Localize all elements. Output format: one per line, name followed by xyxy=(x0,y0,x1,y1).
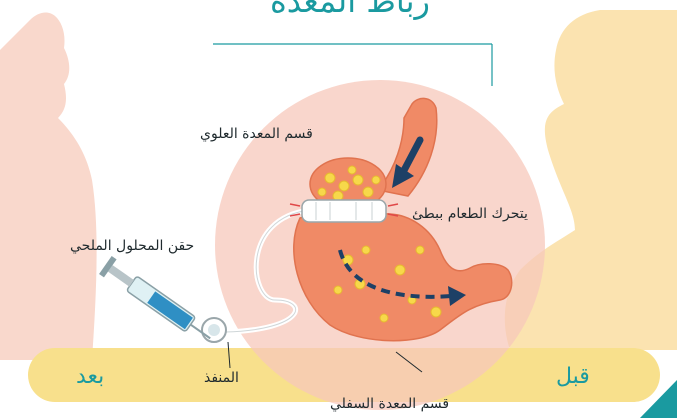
page-title: رباط المعدة xyxy=(210,0,490,20)
label-saline-injection: حقن المحلول الملحي xyxy=(70,238,194,254)
label-after: بعد xyxy=(76,364,104,389)
label-before: قبل xyxy=(556,364,590,389)
label-food-moves-slowly: يتحرك الطعام ببطئ xyxy=(412,206,528,222)
label-upper-stomach: قسم المعدة العلوي xyxy=(200,126,313,142)
label-lower-stomach: قسم المعدة السفلي xyxy=(330,396,449,412)
label-port: المنفذ xyxy=(204,370,239,386)
syringe xyxy=(99,256,216,347)
silhouette-after xyxy=(0,13,97,360)
gastric-band xyxy=(302,200,386,222)
